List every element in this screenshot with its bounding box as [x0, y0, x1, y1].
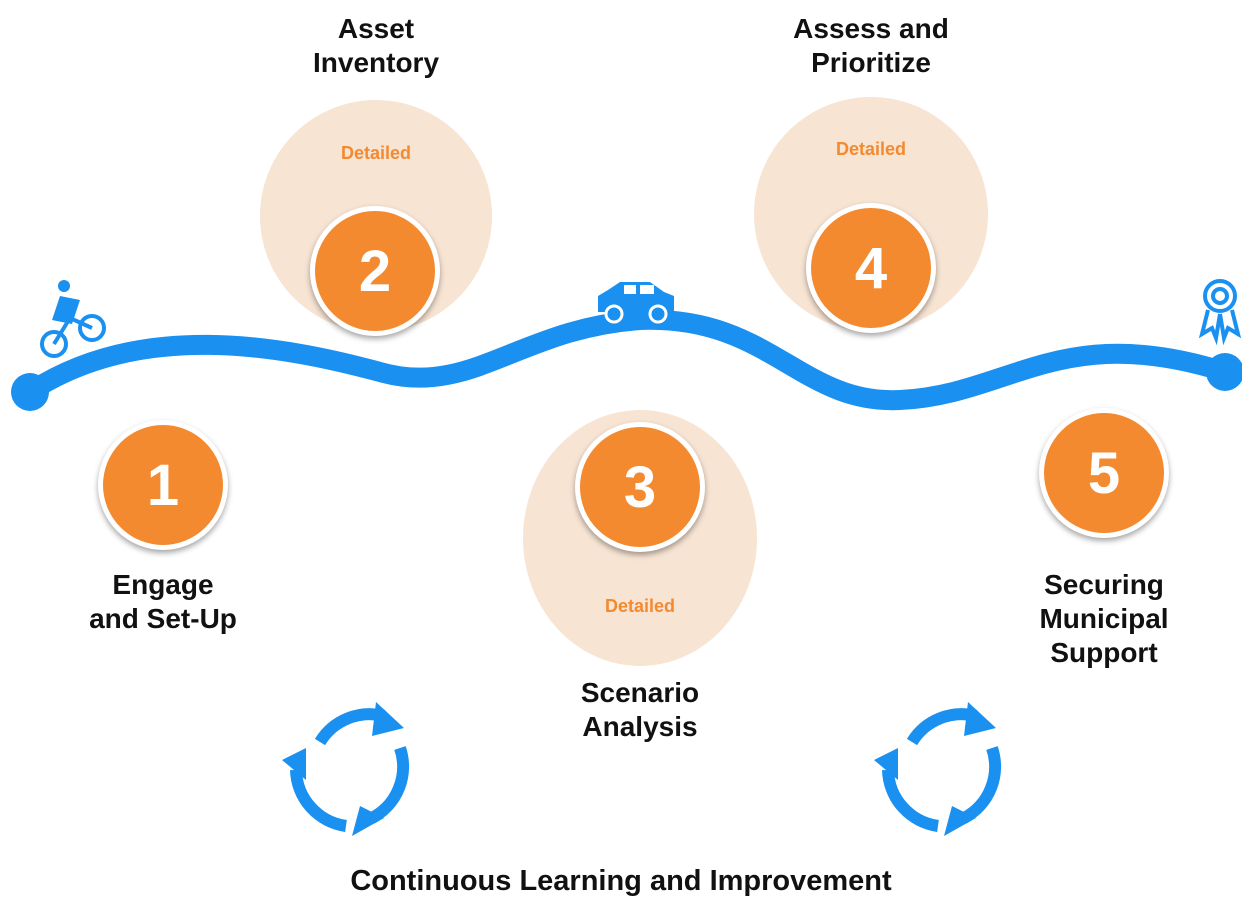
step-1-title: Engage and Set-Up	[63, 568, 263, 636]
step-4-title-line-1: Assess and	[793, 13, 949, 44]
step-4-badge: 4	[806, 203, 936, 333]
step-3-badge: 3	[575, 422, 705, 552]
cyclist-icon	[40, 280, 106, 358]
step-3-title: Scenario Analysis	[540, 676, 740, 744]
step-2-title-line-1: Asset	[337, 13, 415, 44]
step-4-title: Assess and Prioritize	[771, 12, 971, 80]
cycle-arrowheads-left	[282, 702, 404, 836]
step-1-title-line-1: Engage	[112, 569, 214, 600]
step-5-title-line-3: Support	[1050, 637, 1158, 668]
road-end-dot	[1206, 353, 1242, 391]
step-2-badge: 2	[310, 206, 440, 336]
cycle-arrowheads-right	[874, 702, 996, 836]
car-icon	[598, 282, 674, 324]
step-4-title-line-2: Prioritize	[811, 47, 931, 78]
step-5-badge: 5	[1039, 408, 1169, 538]
step-4-detail-label: Detailed	[835, 139, 907, 159]
road-path	[20, 309, 1235, 411]
step-1-badge: 1	[98, 420, 228, 550]
step-5-title-line-1: Securing	[1044, 569, 1164, 600]
step-2-detail-label: Detailed	[340, 143, 412, 163]
step-3-detail-label: Detailed	[604, 596, 676, 616]
award-ribbon-icon	[1198, 279, 1242, 346]
step-1-title-line-2: and Set-Up	[89, 603, 237, 634]
step-3-title-line-1: Scenario	[580, 677, 700, 708]
step-2-title-line-2: Inventory	[312, 47, 440, 78]
step-2-title: Asset Inventory	[276, 12, 476, 80]
step-5-title: Securing Municipal Support	[1004, 568, 1204, 670]
step-3-title-line-2: Analysis	[582, 711, 698, 742]
footer-label: Continuous Learning and Improvement	[350, 865, 892, 897]
step-5-title-line-2: Municipal	[1039, 603, 1169, 634]
road-start-dot	[11, 373, 49, 411]
